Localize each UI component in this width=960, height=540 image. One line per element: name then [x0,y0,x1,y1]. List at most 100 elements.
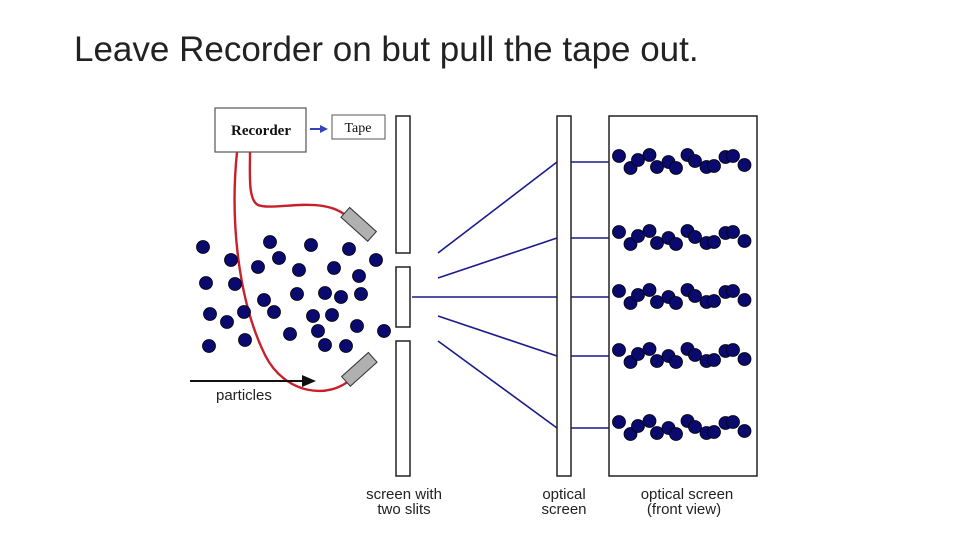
particle [203,307,217,321]
particle [354,287,368,301]
slit-screen-top [395,115,411,254]
hit-dot [737,424,752,438]
hit-dot [726,149,740,163]
hit-dot [669,237,683,251]
hit-dot [726,225,740,239]
recorder-label: Recorder [231,123,291,139]
particle [263,235,277,249]
particle [339,339,353,353]
particle [237,305,251,319]
hit-dot [650,236,664,250]
optical-screen-label-line2: screen [541,501,586,518]
hit-dot [612,415,626,429]
hit-dot [631,153,645,167]
hit-dot [642,414,657,428]
particle [196,240,210,254]
particle [377,324,391,338]
hit-dot [650,426,664,440]
hit-dot [612,284,626,298]
particle [350,319,364,333]
recorder-to-tape-arrow [310,125,328,133]
hit-dot [631,347,645,361]
hit-dot [650,295,664,309]
ray [437,161,558,254]
wire-to-top-detector [248,151,353,223]
hit-dot [669,427,683,441]
hit-dot [688,230,702,244]
hit-dot [707,159,721,173]
front-view-label-line2: (front view) [647,501,721,518]
particle [292,263,306,277]
hit-dot [688,289,702,303]
wire-to-bottom-detector [233,151,353,393]
hit-dot [612,343,626,357]
slide-title: Leave Recorder on but pull the tape out. [74,30,699,69]
hit-dot [631,288,645,302]
ray [437,237,558,279]
slit-screen-middle [395,266,411,328]
hit-dot [737,158,752,172]
particle [220,315,234,329]
hit-dot [642,283,657,297]
hit-dot [669,161,683,175]
tape-box [331,114,386,140]
hit-dot [726,415,740,429]
tape-label: Tape [344,121,371,136]
hit-dot [642,224,657,238]
particle [318,286,332,300]
particle [267,305,281,319]
two-slit-screen [395,115,411,477]
particle-cloud [196,235,391,353]
hit-dot [726,284,740,298]
hit-dot [642,342,657,356]
particle [325,308,339,322]
hit-dot [707,425,721,439]
front-view-label-line1: optical screen [641,486,734,503]
hit-dot [726,343,740,357]
particle [224,253,238,267]
particle [251,260,265,274]
particle [257,293,271,307]
optical-screen-label-line1: optical [542,486,585,503]
particle [352,269,366,283]
hit-dot [612,225,626,239]
particles-label: particles [216,387,272,404]
slit-screen-label-line1: screen with [366,486,442,503]
particle [342,242,356,256]
particle [290,287,304,301]
recorder-box [214,107,307,153]
particle [334,290,348,304]
particle [369,253,383,267]
hit-dot [642,148,657,162]
hit-dot [737,293,752,307]
hit-dot [737,234,752,248]
hit-dot [737,352,752,366]
hit-dot [707,235,721,249]
particle [318,338,332,352]
particle [238,333,252,347]
particle [311,324,325,338]
particle [306,309,320,323]
top-detector [340,206,378,242]
particle [327,261,341,275]
hit-dot [688,420,702,434]
optical-screen-side [556,115,572,477]
hit-dot [631,229,645,243]
slit-screen-label-line2: two slits [377,501,430,518]
hit-dot [650,354,664,368]
hit-dot [612,149,626,163]
hit-dot [631,419,645,433]
hit-dot [707,294,721,308]
particle [228,277,242,291]
particles-arrow [190,375,316,387]
ray [437,315,558,357]
particle [304,238,318,252]
hit-dot [688,348,702,362]
particle [283,327,297,341]
hit-dot [688,154,702,168]
slit-screen-bottom [395,340,411,477]
ray [437,340,558,429]
front-view-bands [612,148,752,441]
particle [199,276,213,290]
particle [272,251,286,265]
